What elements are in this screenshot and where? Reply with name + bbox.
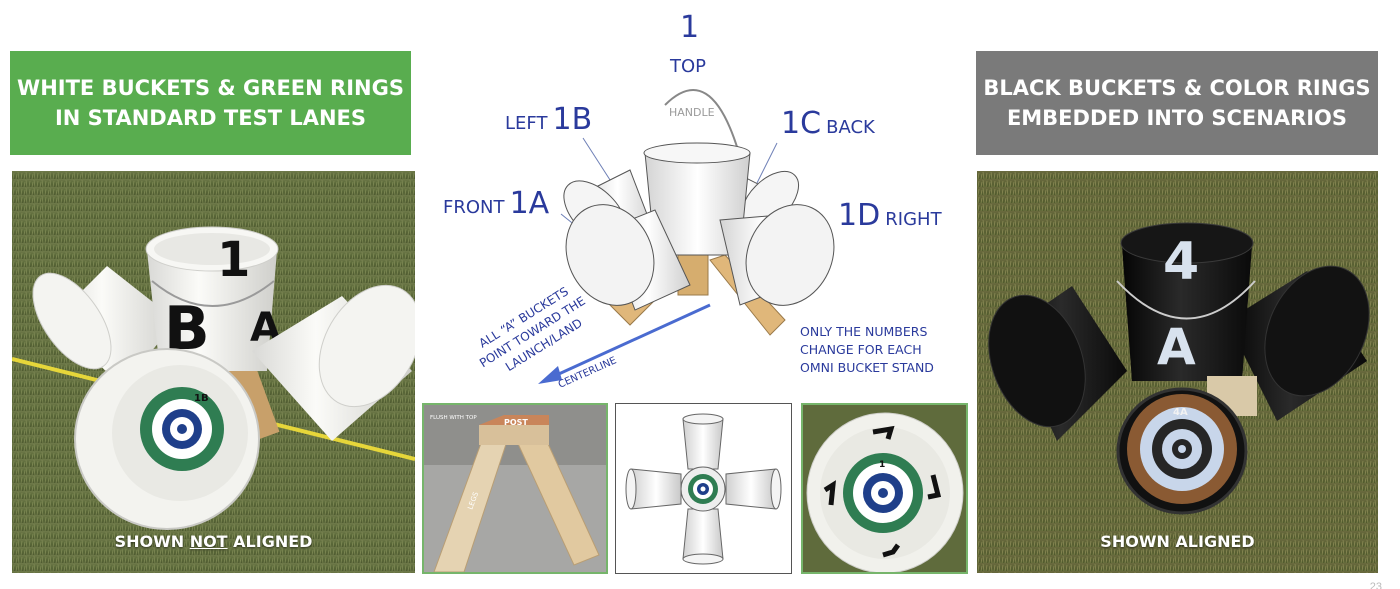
stand-legs-photo: FLUSH WITH TOP POST LEGS — [422, 403, 608, 574]
handle-label: HANDLE — [669, 106, 715, 119]
bucket-front: 1B — [74, 348, 260, 530]
bucket-top — [145, 226, 279, 371]
right-photo-caption: SHOWN ALIGNED — [1100, 532, 1255, 551]
diagram-bucket-right — [719, 204, 835, 306]
flush-with-top-label: FLUSH WITH TOP — [430, 415, 477, 421]
note-right-line-2: CHANGE FOR EACH — [800, 342, 922, 357]
black-bucket-left — [988, 286, 1127, 441]
ring-illustration: 1 — [803, 405, 966, 572]
left-banner: WHITE BUCKETS & GREEN RINGS IN STANDARD … — [10, 51, 411, 155]
post-label: POST — [504, 418, 528, 427]
stand-legs-illustration: FLUSH WITH TOP POST LEGS — [424, 405, 606, 572]
brown-ring-label: 4A — [1173, 407, 1188, 418]
left-leader-line — [582, 137, 613, 184]
left-banner-line-1: WHITE BUCKETS & GREEN RINGS — [17, 76, 404, 100]
white-buckets-photo: 1 B A 1B SHOWN NOT ALIGNED — [12, 171, 415, 573]
left-label: LEFT 1B — [505, 102, 593, 137]
back-label: 1C BACK — [781, 106, 875, 141]
top-number: 1 — [680, 10, 700, 45]
note-right-line-1: ONLY THE NUMBERS — [800, 324, 927, 339]
right-banner-line-2: EMBEDDED INTO SCENARIOS — [1006, 106, 1348, 130]
note-right-line-3: OMNI BUCKET STAND — [800, 360, 934, 375]
white-buckets-illustration: 1 B A 1B — [12, 171, 415, 573]
omni-bucket-stand-diagram: CENTERLINE HANDLE ALL “A” BUCKETS POINT … — [476, 89, 934, 391]
right-banner: BLACK BUCKETS & COLOR RINGS EMBEDDED INT… — [976, 51, 1378, 155]
black-buckets-illustration: 4 A 4A — [977, 171, 1378, 573]
black-buckets-photo: 4 A 4A SHOWN ALIGNED — [977, 171, 1378, 573]
top-view-illustration — [625, 413, 782, 565]
black-bucket-number: 4 — [1163, 232, 1199, 292]
top-view-diagram — [615, 403, 792, 574]
top-word: TOP — [670, 56, 707, 77]
front-label: FRONT 1A — [443, 186, 550, 221]
bucket-number-1: 1 — [217, 232, 250, 288]
left-banner-line-2: IN STANDARD TEST LANES — [54, 106, 367, 130]
centerline-arrow — [538, 303, 711, 384]
black-bucket-letter: A — [1157, 318, 1196, 376]
ring-number: 1 — [879, 460, 885, 470]
right-label: 1D RIGHT — [838, 198, 942, 233]
black-bucket-top — [1116, 222, 1256, 381]
caption-underlined-word: NOT — [189, 532, 228, 551]
page-number: 23 — [1369, 581, 1382, 589]
black-bucket-front: 4A — [1116, 387, 1248, 515]
all-a-buckets-note: ALL “A” BUCKETS POINT TOWARD THE LAUNCH/… — [476, 284, 587, 374]
ring-photo: 1 — [801, 403, 968, 574]
right-banner-line-1: BLACK BUCKETS & COLOR RINGS — [983, 76, 1371, 100]
ring-label: 1B — [194, 393, 209, 404]
back-leader-line — [756, 142, 778, 184]
bucket-right — [252, 284, 415, 441]
diagram-bucket-front — [565, 204, 691, 311]
left-photo-caption: SHOWN NOT ALIGNED — [114, 532, 313, 551]
black-bucket-right — [1227, 265, 1370, 421]
